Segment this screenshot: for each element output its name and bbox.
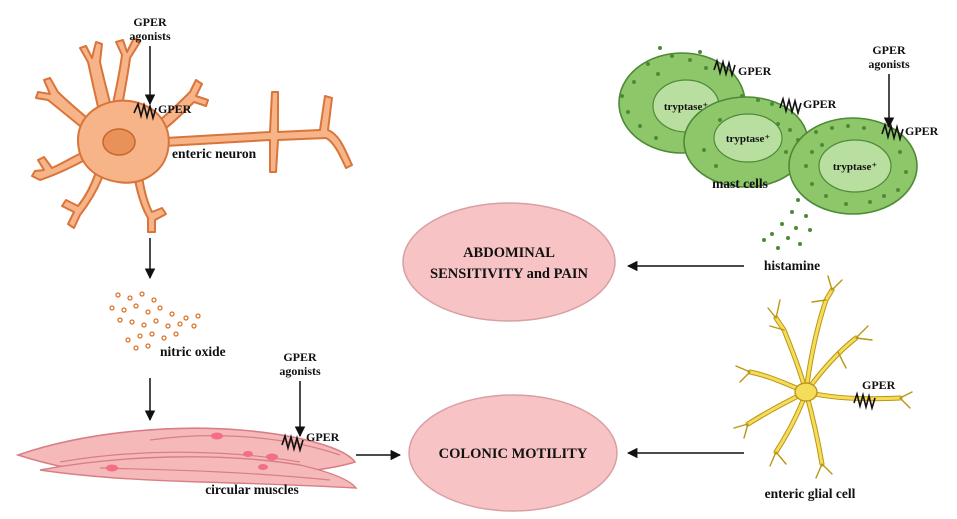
agonists-top-label-2: agonists: [129, 29, 171, 43]
nitric-oxide-label: nitric oxide: [160, 344, 226, 359]
gper-muscle-label: GPER: [306, 430, 340, 444]
colonic-motility-oval: [408, 394, 618, 512]
abdominal-pain-label-2: SENSITIVITY and PAIN: [430, 266, 588, 282]
agonists-mast-label-2: agonists: [868, 57, 910, 71]
granules: [620, 46, 908, 250]
gper-receptor-neuron: [133, 101, 157, 122]
histamine-label: histamine: [764, 258, 820, 273]
enteric-glial-cell-label: enteric glial cell: [765, 486, 856, 501]
colonic-motility-label: COLONIC MOTILITY: [439, 446, 588, 462]
gper-receptor-mast-2: [779, 96, 802, 117]
gper-neuron-label: GPER: [158, 102, 192, 116]
enteric-neuron: [31, 37, 353, 233]
agonists-muscle-label-2: agonists: [279, 364, 321, 378]
mast-cells-label: mast cells: [712, 176, 768, 191]
neuron-nucleus: [102, 128, 136, 156]
abdominal-pain-label-1: ABDOMINAL: [463, 245, 555, 261]
tryptase-label-2: tryptase⁺: [726, 133, 770, 145]
enteric-neuron-label: enteric neuron: [172, 146, 257, 161]
abdominal-pain-oval: [402, 202, 616, 322]
gper-glial-label: GPER: [862, 378, 896, 392]
nitric-oxide-dots: [109, 291, 201, 351]
circular-muscles: [15, 427, 358, 489]
circular-muscles-label: circular muscles: [205, 482, 299, 497]
gper-mast-label-1: GPER: [738, 64, 772, 78]
gper-receptor-glial: [853, 391, 876, 412]
agonists-muscle-label-1: GPER: [283, 350, 317, 364]
agonists-mast-label-1: GPER: [872, 43, 906, 57]
agonists-top-label-1: GPER: [133, 15, 167, 29]
gper-mast-label-2: GPER: [803, 97, 837, 111]
gper-mast-label-3: GPER: [905, 124, 939, 138]
enteric-glial-cell: [733, 275, 913, 479]
gper-receptor-muscle: [281, 433, 304, 454]
gper-receptor-mast-1: [713, 58, 736, 79]
tryptase-label-1: tryptase⁺: [664, 101, 708, 113]
glial-soma: [794, 382, 818, 402]
tryptase-label-3: tryptase⁺: [833, 161, 877, 173]
